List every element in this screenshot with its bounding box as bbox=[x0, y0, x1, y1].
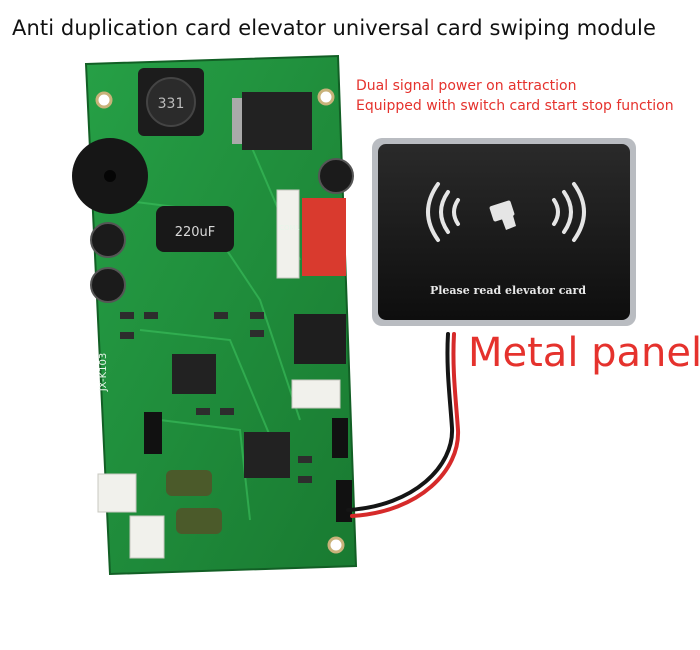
metal-panel bbox=[372, 138, 636, 326]
reader-instruction: Please read elevator card bbox=[429, 284, 587, 297]
pin-header bbox=[332, 418, 348, 458]
soic-chip bbox=[244, 432, 290, 478]
page-title: Anti duplication card elevator universal… bbox=[12, 16, 656, 40]
white-connector bbox=[97, 473, 137, 513]
dip-chip bbox=[294, 314, 346, 364]
cable bbox=[346, 332, 461, 518]
board-silkscreen: JX-K103 bbox=[98, 353, 109, 393]
capacitor-220uf bbox=[156, 206, 234, 252]
metal-panel-label: Metal panel bbox=[468, 330, 700, 376]
feature-note-switch: Equipped with switch card start stop fun… bbox=[356, 98, 674, 114]
white-connector bbox=[276, 189, 300, 279]
feature-note-power: Dual signal power on attraction bbox=[356, 78, 577, 94]
rfid-wave-icon bbox=[426, 182, 586, 242]
white-connector bbox=[129, 515, 165, 559]
relay-label: COM1 bbox=[279, 224, 300, 232]
capacitor-label: 220uF bbox=[175, 225, 216, 240]
small-capacitor bbox=[90, 267, 126, 303]
circuit-board: 331 220uF COM1 bbox=[72, 54, 358, 576]
pin-header bbox=[336, 480, 352, 522]
card-icon bbox=[489, 200, 516, 230]
pin-header bbox=[144, 412, 162, 454]
white-connector bbox=[291, 379, 341, 409]
film-capacitor bbox=[166, 470, 212, 496]
film-capacitor bbox=[176, 508, 222, 534]
microcontroller-chip bbox=[172, 354, 216, 394]
mounting-hole bbox=[317, 88, 335, 106]
relay bbox=[302, 198, 346, 276]
mounting-hole bbox=[95, 91, 113, 109]
small-capacitor bbox=[318, 158, 354, 194]
regulator-chip bbox=[242, 92, 312, 150]
small-capacitor bbox=[90, 222, 126, 258]
inductor-label: 331 bbox=[158, 96, 185, 112]
mounting-hole bbox=[327, 536, 345, 554]
